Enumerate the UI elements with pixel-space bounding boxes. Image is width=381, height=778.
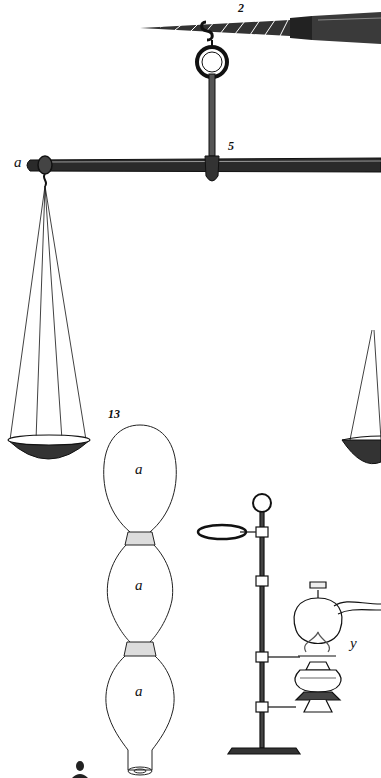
figure-number: 5 (228, 140, 234, 152)
part-letter: a (135, 684, 143, 699)
funnel-fragment (72, 761, 88, 778)
part-letter: a (135, 578, 143, 593)
part-letter: y (350, 636, 357, 651)
figure-number: 13 (108, 408, 120, 420)
balance (8, 22, 381, 464)
part-letter: a (135, 462, 143, 477)
retort-stand (198, 494, 381, 754)
figure-number: 2 (238, 2, 244, 14)
part-letter: a (14, 155, 22, 170)
rasp (140, 12, 381, 44)
bulb-apparatus (104, 425, 177, 775)
